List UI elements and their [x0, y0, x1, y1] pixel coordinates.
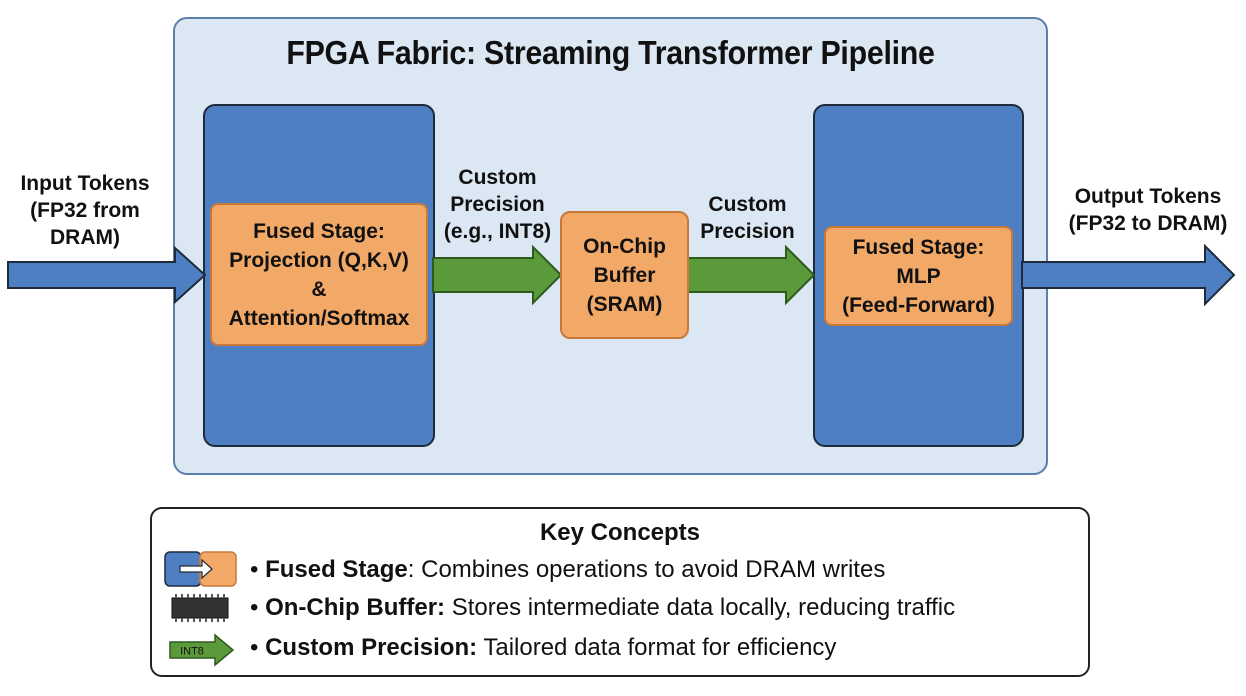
stage2-line-3: (Feed-Forward)	[842, 293, 995, 317]
buffer-line-1: On-Chip	[583, 234, 666, 258]
stage1-line-3: &	[311, 277, 327, 301]
legend-panel	[150, 507, 1090, 677]
input-label-line-2: (FP32 from	[30, 199, 140, 222]
legend-sep-fused-stage: :	[407, 556, 415, 583]
legend-item-precision: • Custom Precision: Tailored data format…	[250, 634, 836, 662]
legend-bullet: •	[250, 594, 266, 621]
on-chip-buffer-box: On-Chip Buffer (SRAM)	[560, 211, 689, 339]
buffer-line-2: Buffer	[593, 263, 656, 287]
legend-bullet: •	[250, 634, 266, 661]
link1-label: Custom Precision (e.g., INT8)	[425, 164, 570, 245]
output-label-line-2: (FP32 to DRAM)	[1068, 212, 1228, 235]
legend-term-precision: Custom Precision:	[265, 634, 478, 661]
output-label-line-1: Output Tokens	[1074, 185, 1222, 208]
stage1-line-2: Projection (Q,K,V)	[229, 248, 409, 272]
int8-tag: INT8	[180, 646, 204, 658]
legend-term-buffer: On-Chip Buffer:	[265, 594, 446, 621]
stage1-fused-box: Fused Stage: Projection (Q,K,V) & Attent…	[210, 203, 428, 346]
int8-arrow-icon: INT8	[169, 633, 235, 667]
legend-item-fused-stage: • Fused Stage: Combines operations to av…	[250, 556, 885, 584]
link2-label: Custom Precision	[680, 191, 815, 245]
precision-arrow-1	[432, 244, 563, 306]
precision-arrow-2	[687, 244, 816, 306]
output-arrow	[1021, 243, 1236, 307]
stage1-line-4: Attention/Softmax	[228, 306, 410, 330]
fabric-title: FPGA Fabric: Streaming Transformer Pipel…	[286, 34, 935, 71]
stage2-line-2: MLP	[896, 264, 941, 288]
legend-term-fused-stage: Fused Stage	[265, 556, 408, 583]
buffer-line-3: (SRAM)	[586, 292, 663, 316]
legend-title: Key Concepts	[539, 519, 701, 546]
link2-label-line-2: Precision	[700, 220, 795, 243]
fused-stage-icon	[164, 551, 237, 587]
input-label-line-3: DRAM)	[50, 226, 120, 249]
stage2-line-1: Fused Stage:	[852, 235, 985, 259]
link1-label-line-2: Precision	[450, 193, 545, 216]
legend-desc-fused-stage: Combines operations to avoid DRAM writes	[414, 556, 886, 583]
link2-label-line-1: Custom	[708, 193, 787, 216]
chip-icon	[171, 594, 229, 622]
input-arrow	[7, 245, 207, 305]
output-label: Output Tokens (FP32 to DRAM)	[1050, 183, 1246, 237]
legend-item-buffer: • On-Chip Buffer: Stores intermediate da…	[250, 594, 955, 622]
legend-bullet: •	[250, 556, 266, 583]
link1-label-line-1: Custom	[458, 166, 537, 189]
input-label: Input Tokens (FP32 from DRAM)	[0, 170, 170, 251]
legend-desc-buffer: Stores intermediate data locally, reduci…	[445, 594, 956, 621]
legend-desc-precision: Tailored data format for efficiency	[477, 634, 837, 661]
input-label-line-1: Input Tokens	[20, 172, 150, 195]
stage2-fused-box: Fused Stage: MLP (Feed-Forward)	[824, 226, 1013, 326]
link1-label-line-3: (e.g., INT8)	[443, 220, 552, 243]
stage1-line-1: Fused Stage:	[253, 219, 385, 243]
